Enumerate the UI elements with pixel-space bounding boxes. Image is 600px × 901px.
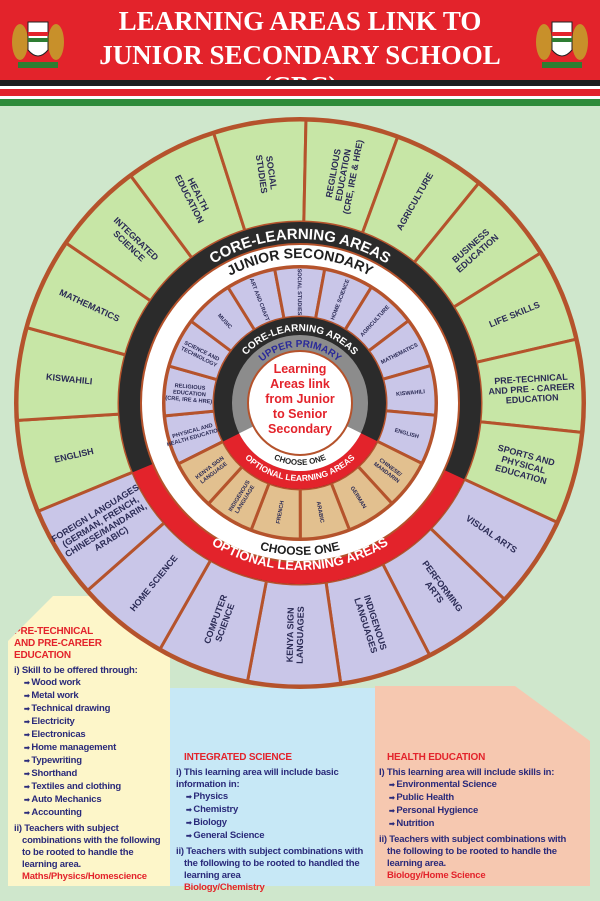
heading-line: PRE-TECHNICAL: [14, 626, 94, 637]
learning-area-label: KISWAHILI: [46, 372, 93, 387]
panel-list-item: Metal work: [14, 690, 164, 703]
center-title-line: from Junior: [265, 392, 335, 406]
label-line: ARABIC: [315, 501, 325, 524]
label-line: RELIGIOUS: [174, 383, 205, 392]
flag-stripe-red: [0, 89, 600, 96]
flag-stripe-green: [0, 99, 600, 106]
label-line: KENYA SIGN: [285, 607, 296, 662]
panel-intro: i) This learning area will include basic…: [176, 767, 339, 790]
panel-list-item: Accounting: [14, 807, 164, 820]
coat-of-arms-icon: [12, 21, 64, 68]
panel-list-item: Public Health: [379, 792, 575, 805]
panel-list-item: Typewriting: [14, 755, 164, 768]
label-line: SOCIAL STUDIES: [296, 269, 302, 316]
learning-area-label: RELIGIOUSEDUCATION(CRE, IRE & HRE): [165, 382, 214, 405]
title-line-1: LEARNING AREAS LINK TO: [118, 6, 482, 36]
panel-list-item: Biology: [176, 817, 372, 830]
panel-heading: INTEGRATED SCIENCE: [184, 752, 292, 763]
panel-list-item: Personal Hygience: [379, 805, 575, 818]
label-line: PRE-TECHNICAL: [494, 372, 568, 387]
learning-area-label: FRENCH: [276, 500, 286, 524]
panel-list-item: Auto Mechanics: [14, 794, 164, 807]
label-line: FRENCH: [276, 500, 286, 524]
pretech-panel: PRE-TECHNICAL AND PRE-CAREER EDUCATION i…: [8, 596, 170, 886]
outer-choose-label-text: CHOOSE ONE: [259, 539, 341, 558]
heading-line: AND PRE-CAREER: [14, 638, 102, 649]
panel-list-item: Technical drawing: [14, 703, 164, 716]
panel-list-item: Electricity: [14, 716, 164, 729]
panel-list-item: Environmental Science: [379, 779, 575, 792]
panel-list-item: Home management: [14, 742, 164, 755]
learning-area-label: ARABIC: [315, 501, 325, 524]
label-line: EDUCATION: [506, 392, 559, 405]
learning-area-label: SOCIAL STUDIES: [296, 269, 302, 316]
integrated-science-panel: INTEGRATED SCIENCE i) This learning area…: [170, 688, 375, 893]
center-title-line: to Senior: [273, 407, 327, 421]
panel-note: ii) Teachers with subject combinations w…: [14, 823, 161, 870]
flag-stripe-black: [0, 80, 600, 86]
panel-heading: PRE-TECHNICAL AND PRE-CAREER EDUCATION: [14, 626, 164, 662]
panel-list-item: Electronicas: [14, 729, 164, 742]
flag-stripe-white: [0, 86, 600, 89]
panel-heading: HEALTH EDUCATION: [387, 752, 486, 763]
center-circle: [247, 350, 353, 456]
center-title-line: Learning: [274, 362, 327, 376]
label-line: LANGUAGES: [295, 606, 306, 664]
panel-subjects: Biology/Home Science: [387, 870, 486, 881]
panel-intro: I) This learning area will include skill…: [379, 767, 555, 778]
panel-list-item: Textiles and clothing: [14, 781, 164, 794]
panel-list-item: Chemistry: [176, 804, 372, 817]
panel-note: ii) Teachers with subject combinations w…: [176, 846, 364, 881]
label-line: KISWAHILI: [46, 372, 93, 387]
learning-area-label: KISWAHILI: [396, 389, 426, 398]
panel-intro: i) Skill to be offered through:: [14, 665, 138, 676]
panel-subjects: Maths/Physics/Homescience: [22, 871, 147, 882]
panel-list-item: Physics: [176, 791, 372, 804]
health-education-panel: HEALTH EDUCATION I) This learning area w…: [375, 686, 590, 886]
label-line: SOCIAL: [264, 155, 279, 191]
learning-area-label: PRE-TECHNICALAND PRE - CAREEREDUCATION: [487, 371, 576, 406]
label-line: KISWAHILI: [396, 389, 426, 398]
panel-list-item: Wood work: [14, 677, 164, 690]
panel-list-item: General Science: [176, 830, 372, 843]
panel-list-item: Shorthand: [14, 768, 164, 781]
learning-area-label: KENYA SIGNLANGUAGES: [285, 606, 306, 664]
center-title-line: Secondary: [268, 422, 332, 436]
panel-list-item: Nutrition: [379, 818, 575, 831]
heading-line: EDUCATION: [14, 650, 71, 661]
coat-of-arms-icon: [536, 21, 588, 68]
center-title-line: Areas link: [270, 377, 330, 391]
flag-stripe-white: [0, 96, 600, 99]
panel-subjects: Biology/Chemistry: [184, 882, 265, 893]
label-line: EDUCATION: [173, 389, 206, 398]
outer-choose-label: CHOOSE ONE: [259, 539, 341, 558]
panel-note: ii) Teachers with subject combinations w…: [379, 834, 567, 869]
label-line: (CRE, IRE & HRE): [165, 395, 212, 405]
